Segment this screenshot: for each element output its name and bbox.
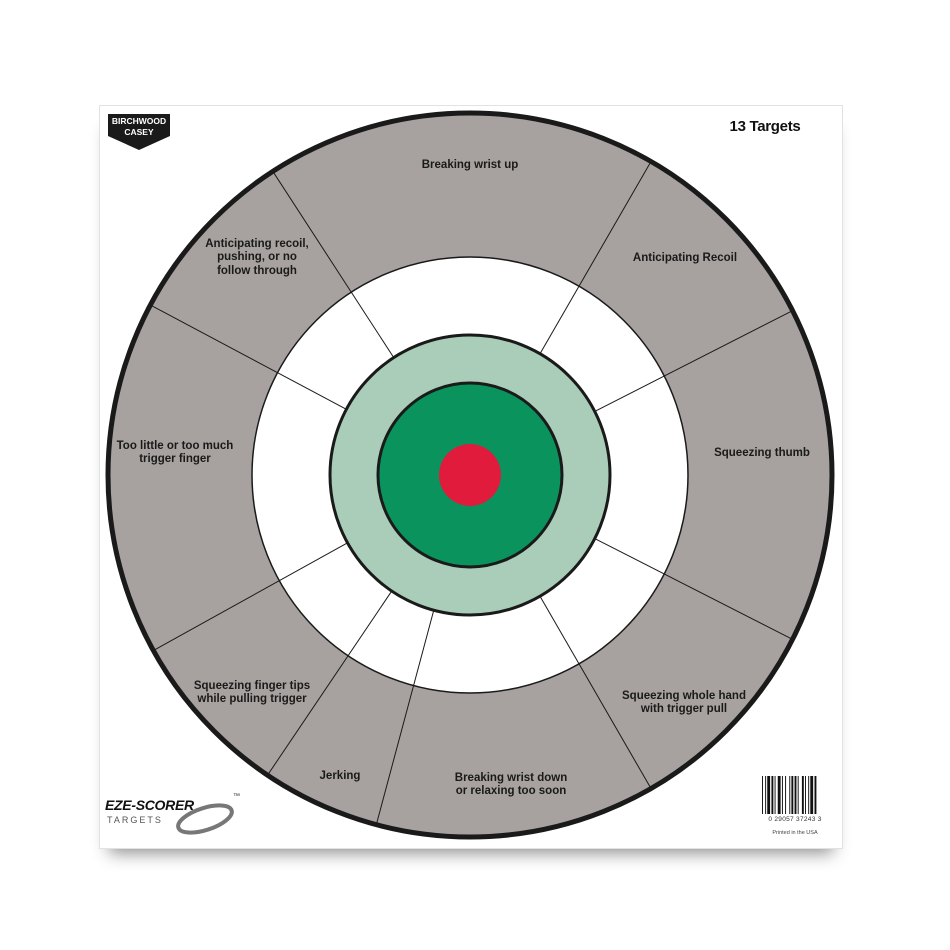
segment-divider [273, 172, 395, 358]
eze-scorer-subtitle: TARGETS [107, 815, 163, 825]
segment-divider [539, 595, 651, 788]
segment-divider [151, 305, 347, 410]
segment-label: Anticipating recoil, pushing, or no foll… [205, 238, 309, 277]
segment-divider [594, 538, 791, 639]
target-count: 13 Targets [729, 118, 801, 135]
printed-in-usa: Printed in the USA [772, 830, 818, 836]
segment-label: Breaking wrist up [421, 159, 519, 172]
segment-divider [594, 311, 791, 412]
barcode-digits: 0 29057 37243 3 [768, 816, 822, 823]
segment-label: Too little or too much trigger finger [116, 439, 234, 466]
segment-divider [268, 590, 393, 774]
segment-divider [154, 542, 348, 650]
eze-scorer-title: EZE-SCORER [105, 797, 194, 813]
swoosh-icon [176, 803, 234, 835]
trademark: ™ [233, 793, 240, 800]
segment-label: Squeezing thumb [714, 447, 810, 460]
barcode-icon [762, 776, 817, 814]
eze-scorer-logo: EZE-SCORER TARGETS ™ [105, 793, 240, 841]
bullseye [439, 444, 501, 506]
segment-divider [376, 610, 435, 823]
svg-text:BIRCHWOOD: BIRCHWOOD [112, 116, 166, 126]
segment-label: Breaking wrist down or relaxing too soon [454, 771, 568, 798]
birchwood-casey-logo: BIRCHWOOD CASEY [106, 112, 172, 152]
segment-label: Squeezing finger tips while pulling trig… [193, 679, 311, 706]
segment-label: Jerking [319, 770, 361, 783]
svg-text:CASEY: CASEY [124, 127, 154, 137]
segment-label: Squeezing whole hand with trigger pull [622, 689, 746, 716]
barcode: 0 29057 37243 3 [760, 776, 830, 826]
segment-divider [539, 162, 651, 355]
segment-label: Anticipating Recoil [632, 252, 738, 265]
